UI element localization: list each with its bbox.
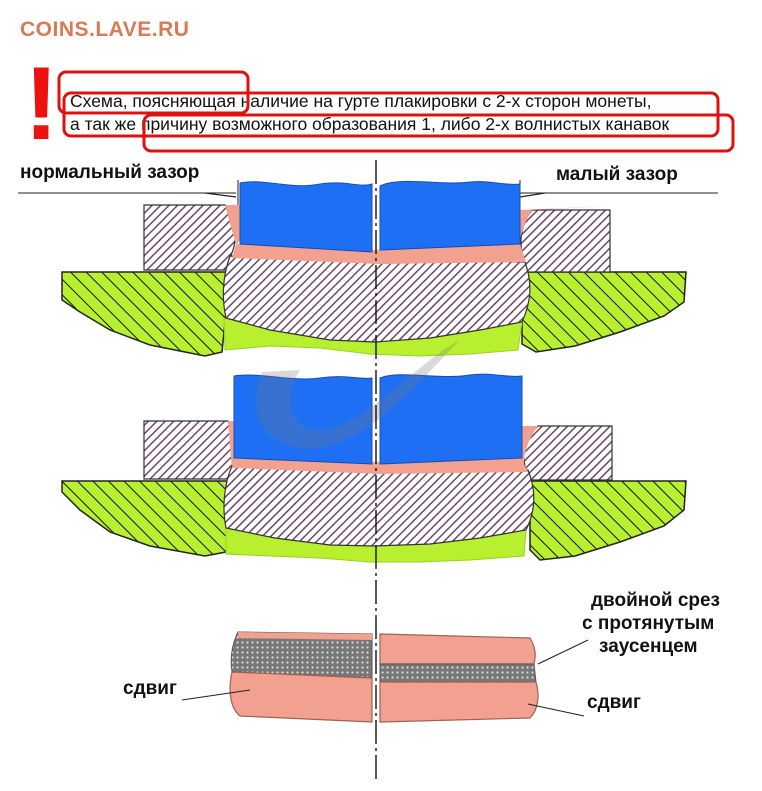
blank-top xyxy=(222,255,531,343)
collar-left-mid xyxy=(143,420,237,480)
label-normal-gap: нормальный зазор xyxy=(20,162,200,183)
label-double-cut-1: двойной срез xyxy=(591,590,721,611)
edge-right-dotted xyxy=(379,663,537,683)
red-highlight-boxes xyxy=(57,70,735,153)
punch-top xyxy=(239,181,373,253)
middle-assembly xyxy=(61,373,687,563)
watermark-text: COINS.LAVE.RU xyxy=(20,18,190,41)
die-right-mid xyxy=(529,480,687,561)
punch-top-right xyxy=(379,180,521,251)
die-left-mid xyxy=(61,480,233,557)
label-shift-left: сдвиг xyxy=(123,678,177,699)
collar-right-mid xyxy=(523,425,613,481)
edge-right-clad-bottom xyxy=(379,681,539,723)
highlight-box-reason xyxy=(142,113,735,153)
edge-section xyxy=(181,631,589,723)
label-small-gap: малый зазор xyxy=(556,164,678,185)
top-assembly xyxy=(61,180,687,357)
label-double-cut-3: заусенцем xyxy=(599,636,698,657)
edge-right-clad-top xyxy=(379,633,536,665)
check-logo-icon xyxy=(255,340,460,449)
cladding-right-mid xyxy=(520,426,538,464)
edge-left-clad-top xyxy=(238,632,372,640)
edge-left-clad xyxy=(229,671,373,723)
cladding-top-layer xyxy=(232,244,526,264)
exclamation-icon: ! xyxy=(24,46,59,162)
caption-line-2: а так же причину возможного образования … xyxy=(70,114,670,134)
die-right-top xyxy=(521,271,687,353)
label-double-cut-2: с протянутым xyxy=(582,613,715,634)
caption-line-1: Схема, поясняющая наличие на гурте плаки… xyxy=(70,91,652,111)
collar-right-top xyxy=(520,209,611,273)
blank-mid xyxy=(223,465,535,547)
cladding-left-top xyxy=(225,205,240,245)
leader-double-cut xyxy=(537,639,589,665)
collar-left-top xyxy=(143,204,236,271)
punch-mid xyxy=(233,374,373,465)
punch-mid-right xyxy=(379,373,523,465)
leader-shift-left xyxy=(181,689,251,701)
label-shift-right: сдвиг xyxy=(587,692,641,713)
die-left-top xyxy=(61,271,231,357)
leader-shift-right xyxy=(527,703,585,717)
